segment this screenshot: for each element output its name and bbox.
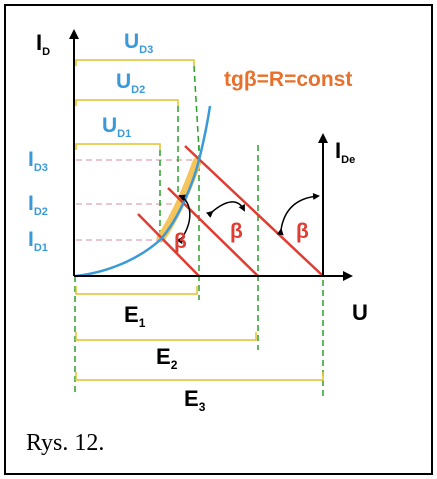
angle-arc-1 <box>176 194 191 245</box>
emf-label-e2: E2 <box>156 344 178 372</box>
angle-label-1: β <box>174 230 187 253</box>
figure-frame <box>4 4 433 475</box>
angle-label-3: β <box>296 220 309 243</box>
current-label-d1: ID1 <box>28 228 48 254</box>
diode-curve <box>75 105 212 278</box>
formula-label: tgβ=R=const <box>224 68 352 91</box>
emf-label-e1: E1 <box>124 302 146 330</box>
current-label-d3: ID3 <box>28 148 48 174</box>
y-axis-label: ID <box>36 30 50 58</box>
angle-arc-3 <box>276 192 320 236</box>
dash-ud3 <box>193 65 200 151</box>
bracket-e1 <box>75 286 198 295</box>
y2-axis-label: IDe <box>335 138 355 166</box>
current-label-d2: ID2 <box>28 192 48 218</box>
bracket-e3 <box>75 372 324 381</box>
load-line-e1 <box>137 213 200 277</box>
emf-label-e3: E3 <box>184 386 206 414</box>
x-axis-label: U <box>352 300 368 325</box>
voltage-label-d3: UD3 <box>124 30 153 56</box>
bracket-e2 <box>75 332 257 341</box>
load-line-e3 <box>184 145 324 277</box>
bracket-ud2 <box>75 99 179 106</box>
figure-caption: Rys. 12. <box>26 430 104 456</box>
angle-label-2: β <box>230 220 243 243</box>
voltage-label-d1: UD1 <box>102 114 131 140</box>
angle-arc-2 <box>205 201 245 218</box>
bracket-ud1 <box>75 143 161 150</box>
bracket-ud3 <box>75 59 195 66</box>
voltage-label-d2: UD2 <box>116 70 145 96</box>
